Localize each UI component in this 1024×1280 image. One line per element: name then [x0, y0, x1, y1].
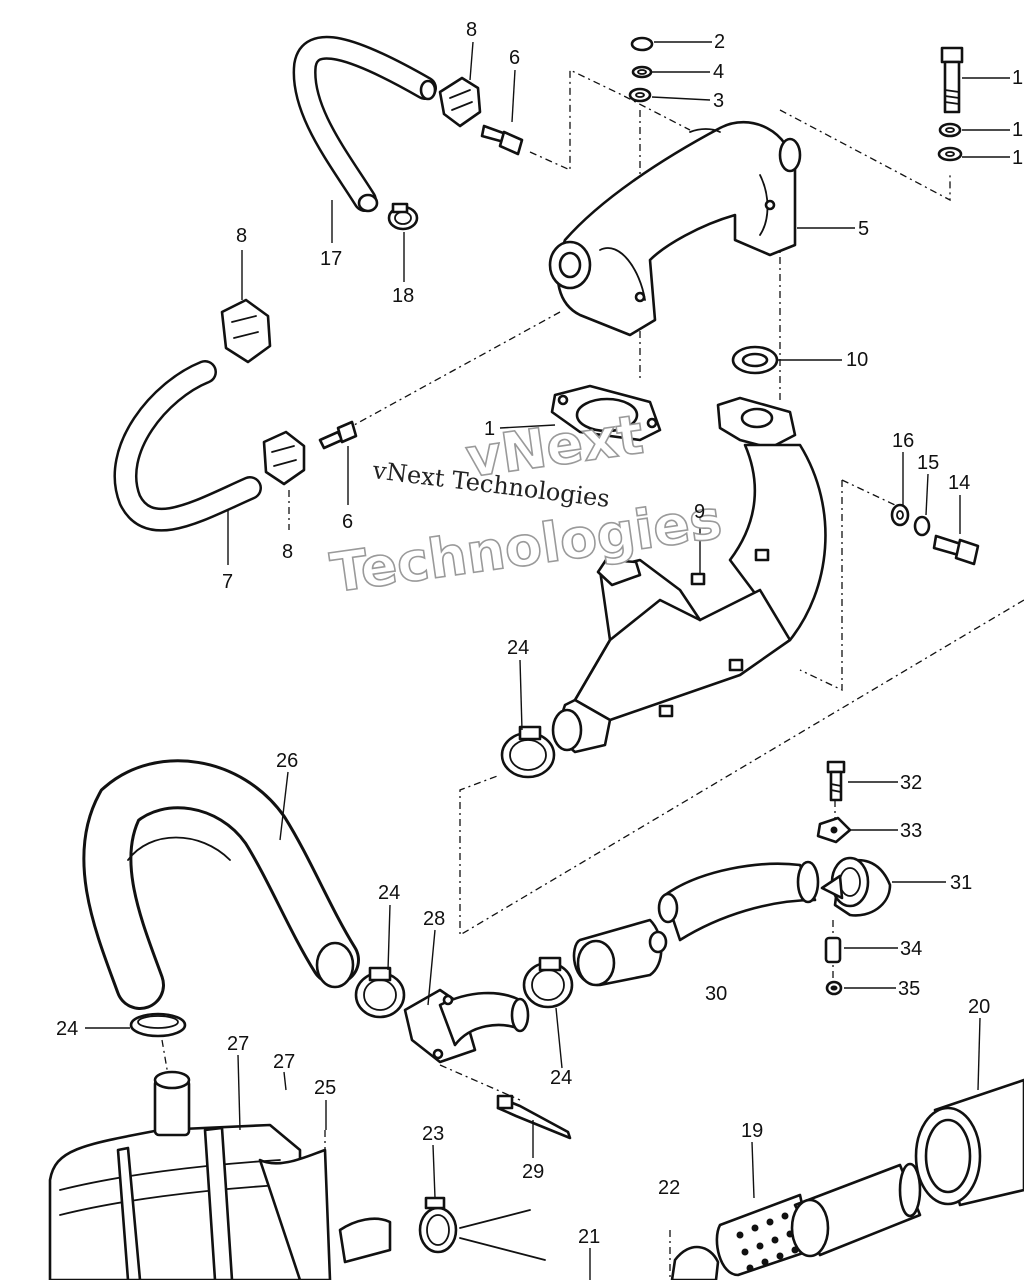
clamp-22	[670, 1245, 720, 1280]
clamp-24-middle	[354, 966, 406, 1019]
gasket-10	[731, 345, 779, 375]
clamp-24-chamber	[500, 725, 556, 779]
callout-26: 26	[276, 750, 298, 772]
silencer-20	[914, 1078, 1024, 1207]
callout-22: 22	[658, 1177, 680, 1199]
elbow-28	[403, 988, 530, 1064]
callout-1: 1	[484, 418, 495, 440]
clamp-24-right	[522, 956, 574, 1009]
callout-24-chamber: 24	[507, 637, 529, 659]
nut-35	[825, 980, 843, 996]
callout-3: 3	[713, 90, 724, 112]
callout-30: 30	[705, 983, 727, 1005]
callout-28: 28	[423, 908, 445, 930]
leader-lines	[85, 41, 1010, 1280]
callout-17: 17	[320, 248, 342, 270]
callout-8-left: 8	[236, 225, 247, 247]
nipple-6-upper	[480, 124, 524, 156]
callout-29: 29	[522, 1161, 544, 1183]
callout-33: 33	[900, 820, 922, 842]
callout-31: 31	[950, 872, 972, 894]
nipple-6-left	[318, 420, 358, 450]
mount-31	[820, 856, 892, 917]
clamp-18	[387, 202, 419, 231]
callout-24-right: 24	[550, 1067, 572, 1089]
part-callouts: 2 4 3 1 1 1 5 10 1 8 6 17 18 8 7 8 6 9 1…	[56, 19, 1023, 1248]
clip-8-left-upper	[220, 298, 272, 364]
callout-7: 7	[222, 571, 233, 593]
callout-21: 21	[578, 1226, 600, 1248]
callout-11: 1	[1012, 67, 1023, 89]
callout-23: 23	[422, 1123, 444, 1145]
callout-13: 1	[1012, 147, 1023, 169]
callout-19: 19	[741, 1120, 763, 1142]
callout-10: 10	[846, 349, 868, 371]
hose-17	[292, 35, 437, 213]
muffler-27	[48, 1070, 392, 1280]
callout-12: 1	[1012, 119, 1023, 141]
tail-pipe	[790, 1162, 922, 1258]
callout-32: 32	[900, 772, 922, 794]
screw-29	[496, 1094, 572, 1140]
hose-26	[82, 759, 360, 1010]
callout-14: 14	[948, 472, 970, 494]
clip-8-upper	[438, 76, 482, 128]
gasket-1	[550, 384, 662, 442]
callout-16: 16	[892, 430, 914, 452]
callout-24-left: 24	[56, 1018, 78, 1040]
clamp-23	[418, 1196, 546, 1261]
callout-34: 34	[900, 938, 922, 960]
callout-8-lower: 8	[282, 541, 293, 563]
clamp-24-left	[129, 1012, 187, 1038]
callout-24-middle: 24	[378, 882, 400, 904]
assembly-guide-lines	[161, 68, 1024, 1280]
callout-27-a: 27	[227, 1033, 249, 1055]
callout-18: 18	[392, 285, 414, 307]
callout-2: 2	[714, 31, 725, 53]
expansion-chamber-9	[551, 396, 827, 754]
callout-9: 9	[694, 501, 705, 523]
bracket-33	[816, 816, 852, 844]
callout-20: 20	[968, 996, 990, 1018]
callout-8-top: 8	[466, 19, 477, 41]
bolt-11-washers	[937, 46, 964, 162]
callout-25: 25	[314, 1077, 336, 1099]
callout-4: 4	[713, 61, 724, 83]
callout-5: 5	[858, 218, 869, 240]
callout-15: 15	[917, 452, 939, 474]
spacer-34	[824, 936, 842, 964]
callout-27-b: 27	[273, 1051, 295, 1073]
callout-6-top: 6	[509, 47, 520, 69]
bolt-14-washers	[890, 503, 980, 566]
perforated-tube-19	[715, 1193, 814, 1277]
clip-8-left-lower	[262, 430, 306, 486]
callout-6-left: 6	[342, 511, 353, 533]
bolt-32	[826, 760, 846, 802]
hose-30	[572, 860, 820, 987]
callout-35: 35	[898, 978, 920, 1000]
washers-2-4-3	[628, 36, 654, 103]
hose-7	[113, 360, 262, 532]
manifold-5	[548, 120, 802, 337]
